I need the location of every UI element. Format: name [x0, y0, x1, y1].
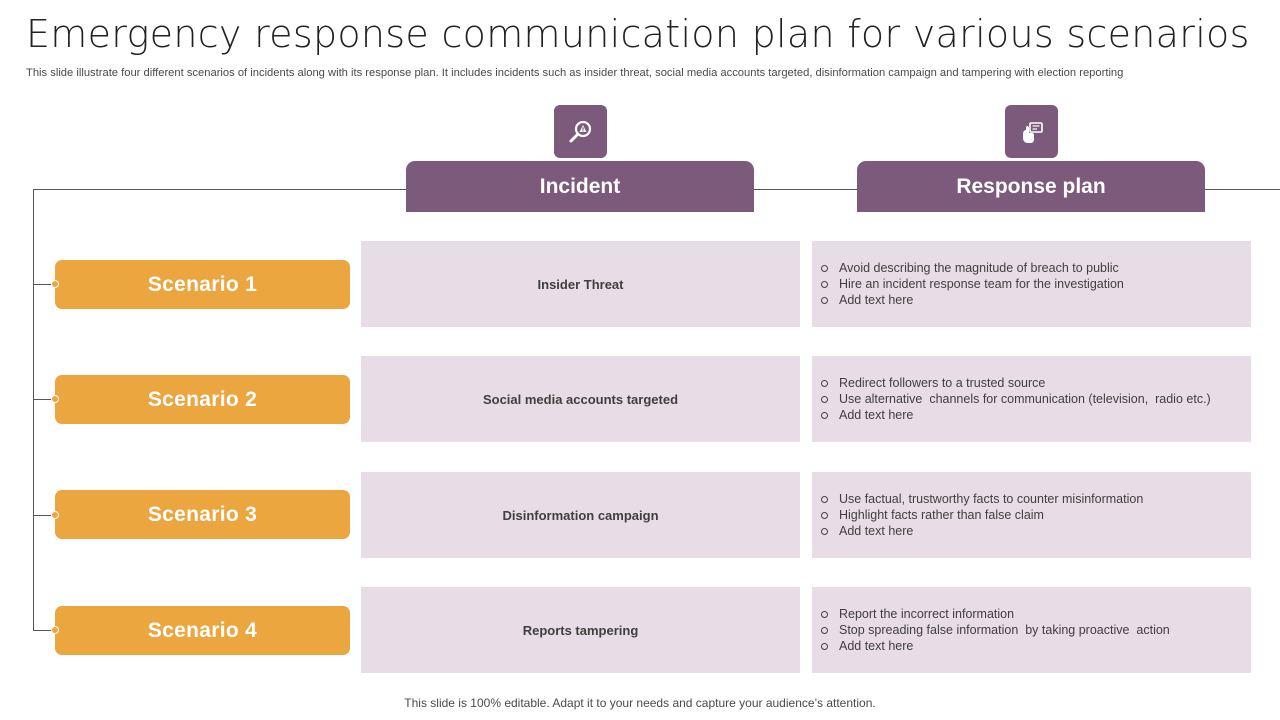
scenario-4-response: Report the incorrect information Stop sp… [812, 587, 1251, 673]
scenario-1-incident: Insider Threat [361, 241, 800, 327]
response-item: Stop spreading false information by taki… [820, 622, 1170, 638]
branch-line-1 [33, 284, 55, 285]
response-item: Add text here [820, 523, 1143, 539]
branch-line-2 [33, 399, 55, 400]
scenario-2-response-list: Redirect followers to a trusted source U… [820, 375, 1211, 423]
response-item: Avoid describing the magnitude of breach… [820, 260, 1124, 276]
magnifier-alert-icon [554, 105, 607, 158]
scenario-1-label: Scenario 1 [55, 260, 350, 309]
scenario-4-dot [51, 626, 59, 634]
scenario-3-label: Scenario 3 [55, 490, 350, 539]
branch-line-4 [33, 630, 55, 631]
scenario-4-label: Scenario 4 [55, 606, 350, 655]
response-item: Report the incorrect information [820, 606, 1170, 622]
response-item: Add text here [820, 292, 1124, 308]
scenario-2-label: Scenario 2 [55, 375, 350, 424]
slide-title: Emergency response communication plan fo… [26, 12, 1250, 56]
response-item: Add text here [820, 638, 1170, 654]
scenario-1-response-list: Avoid describing the magnitude of breach… [820, 260, 1124, 308]
incident-header: Incident [406, 161, 754, 212]
response-item: Hire an incident response team for the i… [820, 276, 1124, 292]
scenario-3-dot [51, 511, 59, 519]
scenario-4-response-list: Report the incorrect information Stop sp… [820, 606, 1170, 654]
response-plan-header: Response plan [857, 161, 1205, 212]
scenario-3-response-list: Use factual, trustworthy facts to counte… [820, 491, 1143, 539]
response-item: Highlight facts rather than false claim [820, 507, 1143, 523]
scenario-1-dot [51, 280, 59, 288]
footer-text: This slide is 100% editable. Adapt it to… [404, 696, 876, 710]
response-item: Use factual, trustworthy facts to counte… [820, 491, 1143, 507]
response-item: Add text here [820, 407, 1211, 423]
left-connector-line [33, 189, 34, 631]
hand-card-icon [1005, 105, 1058, 158]
scenario-2-response: Redirect followers to a trusted source U… [812, 356, 1251, 442]
response-item: Redirect followers to a trusted source [820, 375, 1211, 391]
branch-line-3 [33, 515, 55, 516]
scenario-4-incident: Reports tampering [361, 587, 800, 673]
scenario-2-dot [51, 395, 59, 403]
slide-footer: This slide is 100% editable. Adapt it to… [0, 696, 1280, 710]
slide-subtitle: This slide illustrate four different sce… [26, 67, 1124, 79]
scenario-3-response: Use factual, trustworthy facts to counte… [812, 472, 1251, 558]
scenario-2-incident: Social media accounts targeted [361, 356, 800, 442]
scenario-1-response: Avoid describing the magnitude of breach… [812, 241, 1251, 327]
scenario-3-incident: Disinformation campaign [361, 472, 800, 558]
response-item: Use alternative channels for communicati… [820, 391, 1211, 407]
